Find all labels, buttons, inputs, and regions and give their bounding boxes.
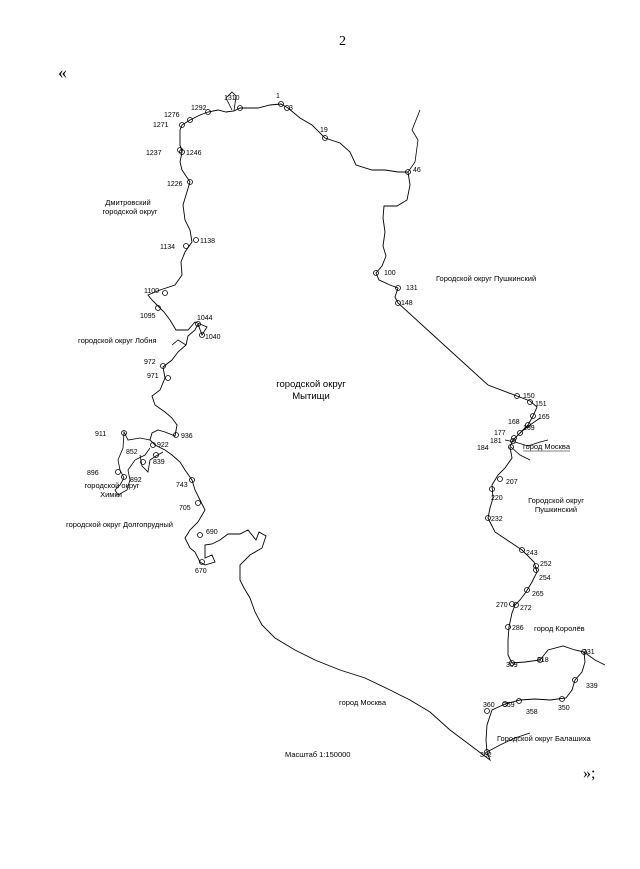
point-label-270: 270 xyxy=(496,602,508,609)
point-label-1134: 1134 xyxy=(160,244,175,251)
region-khimki-line1: городской округ xyxy=(85,481,140,490)
point-label-1040: 1040 xyxy=(205,334,221,341)
point-label-1100: 1100 xyxy=(144,288,159,295)
point-labels: 1 3 19 46 100 131 148 150 151 165 169 16… xyxy=(87,93,598,759)
point-label-670: 670 xyxy=(195,568,207,575)
point-label-359: 359 xyxy=(503,702,515,709)
point-label-1246: 1246 xyxy=(186,150,202,157)
region-pushkinsky-east-line2: Пушкинский xyxy=(535,505,577,514)
point-label-309: 309 xyxy=(506,662,518,669)
adjacent-boundary-korolev xyxy=(583,651,606,666)
point-label-272: 272 xyxy=(520,605,532,612)
region-pushkinsky-east-line1: Городской округ xyxy=(528,496,584,505)
point-label-184: 184 xyxy=(477,445,489,452)
point-label-705: 705 xyxy=(179,505,191,512)
region-dolgoprudny: городской округ Долгопрудный xyxy=(66,520,173,529)
point-label-177: 177 xyxy=(494,430,506,437)
adjacent-boundary-pushkinsky xyxy=(407,109,421,173)
point-label-362: 362 xyxy=(480,752,492,759)
point-label-254: 254 xyxy=(539,575,551,582)
point-label-181: 181 xyxy=(490,438,502,445)
point-label-360: 360 xyxy=(483,702,495,709)
point-label-148: 148 xyxy=(401,300,413,307)
point-label-232: 232 xyxy=(491,516,503,523)
point-label-168: 168 xyxy=(508,419,520,426)
adjacent-boundary-lobnya xyxy=(171,339,187,346)
point-label-243: 243 xyxy=(526,550,538,557)
point-label-922: 922 xyxy=(157,442,169,449)
point-label-350: 350 xyxy=(558,705,570,712)
point-label-971: 971 xyxy=(147,373,159,380)
point-label-839: 839 xyxy=(153,459,165,466)
region-lobnya: городской округ Лобня xyxy=(78,336,157,345)
center-label-line2: Мытищи xyxy=(292,391,330,402)
point-label-852: 852 xyxy=(126,449,138,456)
point-label-358: 358 xyxy=(526,709,538,716)
point-label-1310: 1310 xyxy=(224,95,240,102)
adjacent-boundary-moscow-east xyxy=(504,417,549,461)
region-pushkinsky-top: Городской округ Пушкинский xyxy=(436,274,536,283)
closing-quote: »; xyxy=(583,765,596,782)
point-label-331: 331 xyxy=(583,649,595,656)
region-moscow-east: город Москва xyxy=(523,442,571,451)
page-number: 2 xyxy=(339,34,346,49)
point-label-46: 46 xyxy=(413,167,421,174)
map-scale: Масштаб 1:150000 xyxy=(285,750,350,759)
point-label-892: 892 xyxy=(130,477,142,484)
center-label-line1: городской округ xyxy=(276,379,346,390)
region-korolev: город Королёв xyxy=(534,624,585,633)
point-label-339: 339 xyxy=(586,683,598,690)
point-label-165: 165 xyxy=(538,414,550,421)
point-label-1271: 1271 xyxy=(153,122,169,129)
point-label-1276: 1276 xyxy=(164,112,180,119)
point-label-318: 318 xyxy=(537,657,549,664)
point-label-1237: 1237 xyxy=(146,150,162,157)
point-label-19: 19 xyxy=(320,127,328,134)
point-label-169: 169 xyxy=(523,425,535,432)
point-label-743: 743 xyxy=(176,482,188,489)
point-label-1044: 1044 xyxy=(197,315,213,322)
point-label-690: 690 xyxy=(206,529,218,536)
point-label-1226: 1226 xyxy=(167,181,183,188)
region-moscow-south: город Москва xyxy=(339,698,387,707)
region-dmitrov-line1: Дмитровский xyxy=(105,198,151,207)
point-label-265: 265 xyxy=(532,591,544,598)
region-khimki-line2: Химки xyxy=(100,490,122,499)
point-label-1292: 1292 xyxy=(191,105,207,112)
point-label-1: 1 xyxy=(276,93,280,100)
point-label-252: 252 xyxy=(540,561,552,568)
point-label-100: 100 xyxy=(384,270,396,277)
point-label-286: 286 xyxy=(512,625,524,632)
point-label-220: 220 xyxy=(491,495,503,502)
point-label-1095: 1095 xyxy=(140,313,156,320)
region-balashikha: Городской округ Балашиха xyxy=(497,734,591,743)
point-label-972: 972 xyxy=(144,359,156,366)
point-label-207: 207 xyxy=(506,479,518,486)
point-label-896: 896 xyxy=(87,470,99,477)
opening-quote: « xyxy=(58,62,67,82)
mytishchi-boundary-line xyxy=(147,103,586,762)
region-dmitrov-line2: городской округ xyxy=(103,207,158,216)
adjacent-boundary-balashikha xyxy=(486,732,531,753)
boundary-points xyxy=(115,101,587,755)
point-label-3: 3 xyxy=(289,105,293,112)
point-label-1138: 1138 xyxy=(200,238,215,245)
point-label-131: 131 xyxy=(406,285,418,292)
point-label-150: 150 xyxy=(523,393,535,400)
point-label-151: 151 xyxy=(535,401,547,408)
point-label-911: 911 xyxy=(95,431,106,438)
adjacent-boundary-dmitrov xyxy=(225,91,237,112)
point-label-936: 936 xyxy=(181,433,193,440)
